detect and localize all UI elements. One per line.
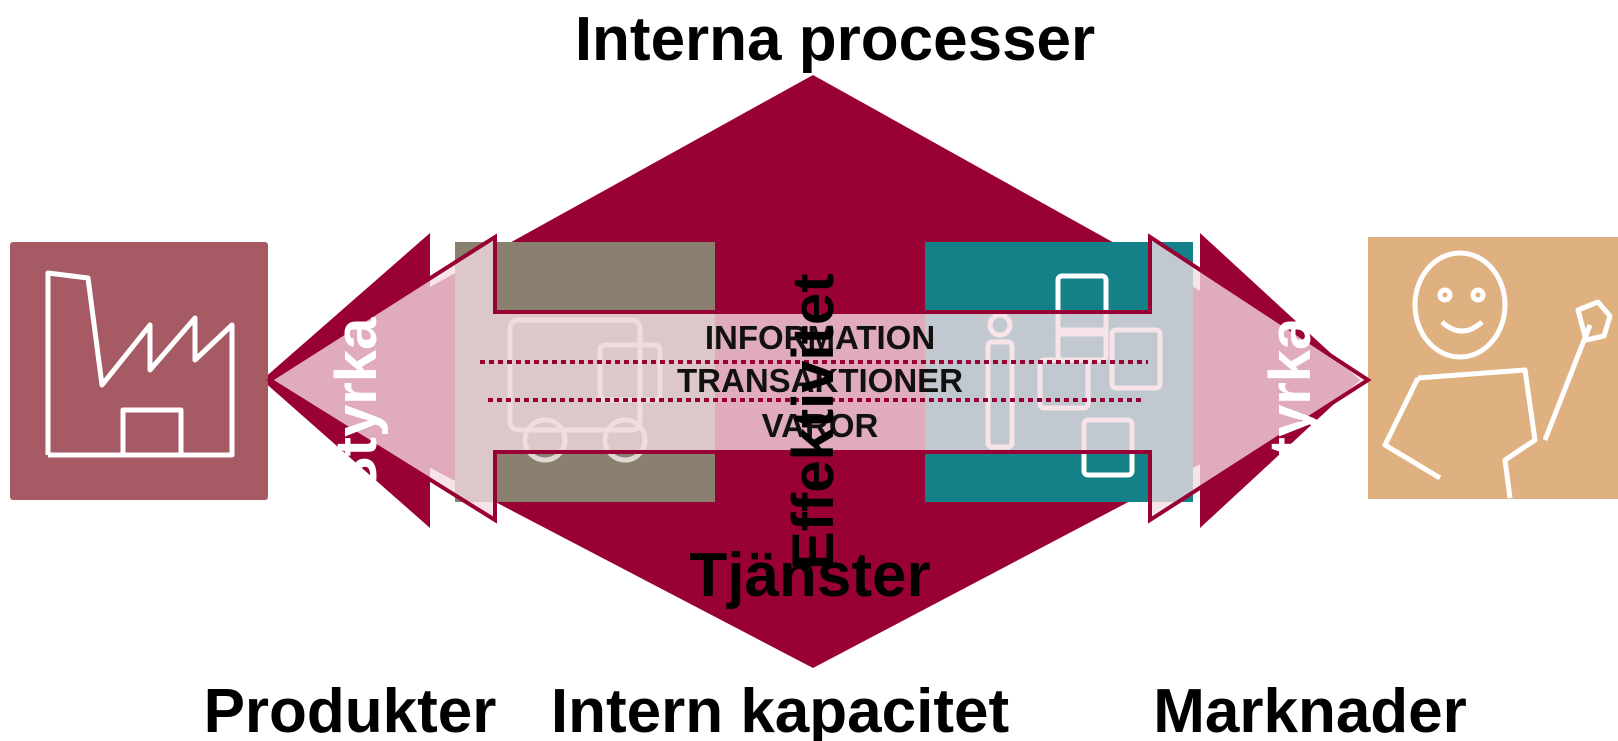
worker-wrench-icon [1382,250,1613,499]
double-arrow [266,233,1372,524]
bottom-right-label: Marknader [1153,677,1467,741]
center-vertical-label: Effektivitet [781,273,846,570]
factory-box [10,242,268,500]
flow-transaktioner: TRANSAKTIONER [677,362,963,399]
flow-varor: VAROR [762,407,879,444]
services-label: Tjänster [689,541,930,610]
flow-information: INFORMATION [705,319,935,356]
bottom-center-label: Intern kapacitet [551,677,1009,741]
top-title: Interna processer [575,5,1095,74]
right-vertical-label: Styrka [1258,317,1323,495]
bottom-left-label: Produkter [204,677,497,741]
left-vertical-label: Styrka [324,317,389,495]
person-box [1368,237,1618,499]
factory-icon [45,270,235,458]
